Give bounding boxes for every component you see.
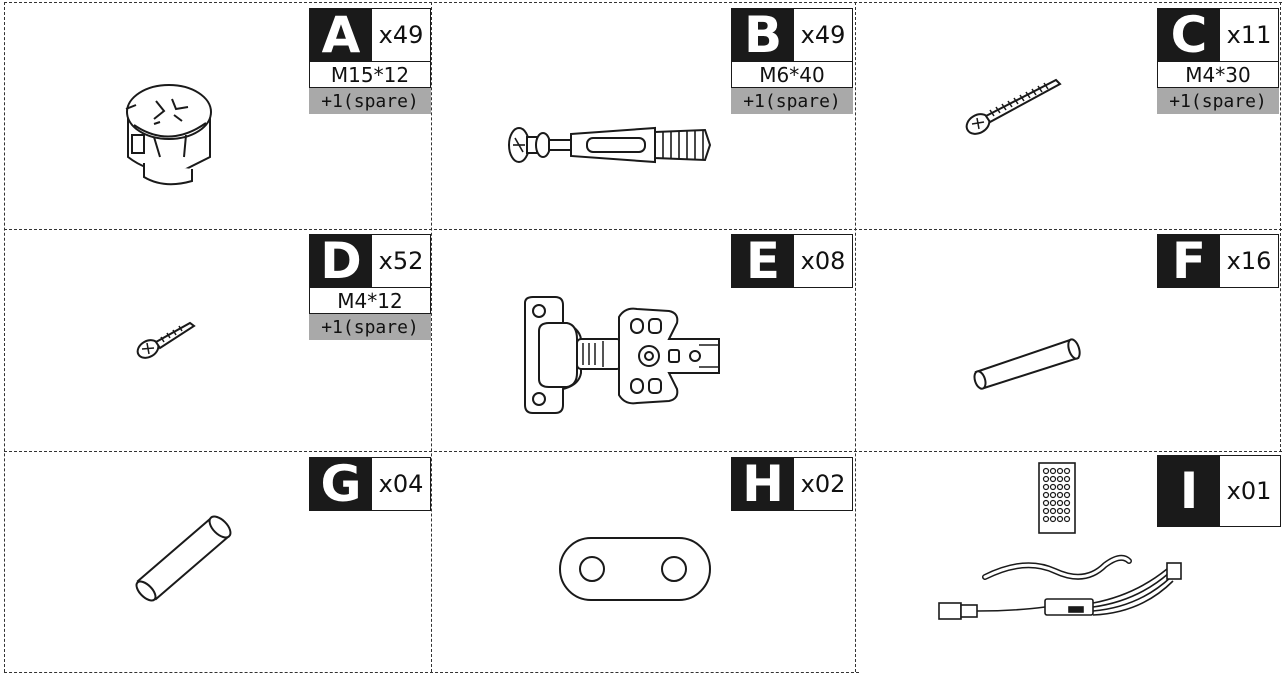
part-cell-e: E x08	[431, 229, 855, 451]
part-qty-g: x04	[378, 470, 424, 498]
part-qty-e: x08	[800, 247, 846, 275]
part-tag-d: D x52	[309, 234, 431, 288]
part-letter-b: B	[732, 9, 794, 61]
part-cell-f: F x16	[855, 229, 1280, 451]
part-spec-b: M6*40	[731, 62, 853, 88]
grid-line-bottom	[4, 672, 859, 673]
remote-control-icon	[1038, 462, 1076, 534]
part-letter-a: A	[310, 9, 372, 61]
part-tag-f: F x16	[1157, 234, 1279, 288]
cabinet-hinge-icon	[524, 296, 720, 414]
part-qty-d: x52	[378, 247, 424, 275]
usb-controller-cable-icon	[938, 562, 1182, 620]
grid-line-row1	[4, 229, 1282, 230]
cam-bolt-dowel-icon	[508, 126, 712, 164]
part-tag-e: E x08	[731, 234, 853, 288]
part-spare-a: +1(spare)	[309, 88, 431, 114]
part-tag-h: H x02	[731, 457, 853, 511]
part-tag-a: A x49	[309, 8, 431, 62]
part-cell-a: A x49 M15*12 +1(spare)	[4, 2, 431, 229]
wooden-dowel-icon	[973, 338, 1081, 390]
part-spare-b: +1(spare)	[731, 88, 853, 114]
short-dowel-icon	[135, 515, 232, 602]
connector-plate-icon	[559, 537, 711, 601]
grid-line-right	[1280, 2, 1281, 452]
part-qty-f: x16	[1226, 247, 1272, 275]
cam-lock-nut-icon	[125, 84, 212, 186]
part-tag-g: G x04	[309, 457, 431, 511]
part-spare-c: +1(spare)	[1157, 88, 1279, 114]
led-strip-kit-icon	[938, 462, 1182, 620]
part-qty-a: x49	[378, 21, 424, 49]
grid-line-col2	[855, 2, 856, 672]
part-letter-g: G	[310, 458, 372, 510]
grid-line-top	[4, 2, 1282, 3]
part-letter-d: D	[310, 235, 372, 287]
part-qty-b: x49	[800, 21, 846, 49]
grid-line-left	[4, 2, 5, 672]
part-spec-c: M4*30	[1157, 62, 1279, 88]
part-letter-e: E	[732, 235, 794, 287]
part-tag-c: C x11	[1157, 8, 1279, 62]
part-letter-h: H	[732, 458, 794, 510]
part-tag-b: B x49	[731, 8, 853, 62]
part-letter-i: I	[1158, 456, 1220, 526]
part-spec-d: M4*12	[309, 288, 431, 314]
part-spec-a: M15*12	[309, 62, 431, 88]
part-cell-d: D x52 M4*12 +1(spare)	[4, 229, 431, 451]
part-cell-c: C x11 M4*30 +1(spare)	[855, 2, 1280, 229]
part-cell-h: H x02	[431, 451, 855, 672]
part-qty-h: x02	[800, 470, 846, 498]
part-cell-g: G x04	[4, 451, 431, 672]
grid-line-col1	[431, 2, 432, 672]
part-cell-i: I x01	[855, 451, 1284, 675]
part-tag-i: I x01	[1157, 455, 1281, 527]
part-qty-c: x11	[1226, 21, 1272, 49]
long-screw-icon	[965, 78, 1062, 135]
part-spare-d: +1(spare)	[309, 314, 431, 340]
part-cell-b: B x49 M6*40 +1(spare)	[431, 2, 855, 229]
short-screw-icon	[136, 321, 196, 359]
part-letter-f: F	[1158, 235, 1220, 287]
part-qty-i: x01	[1226, 477, 1272, 505]
part-letter-c: C	[1158, 9, 1220, 61]
grid-line-row2	[4, 451, 1282, 452]
